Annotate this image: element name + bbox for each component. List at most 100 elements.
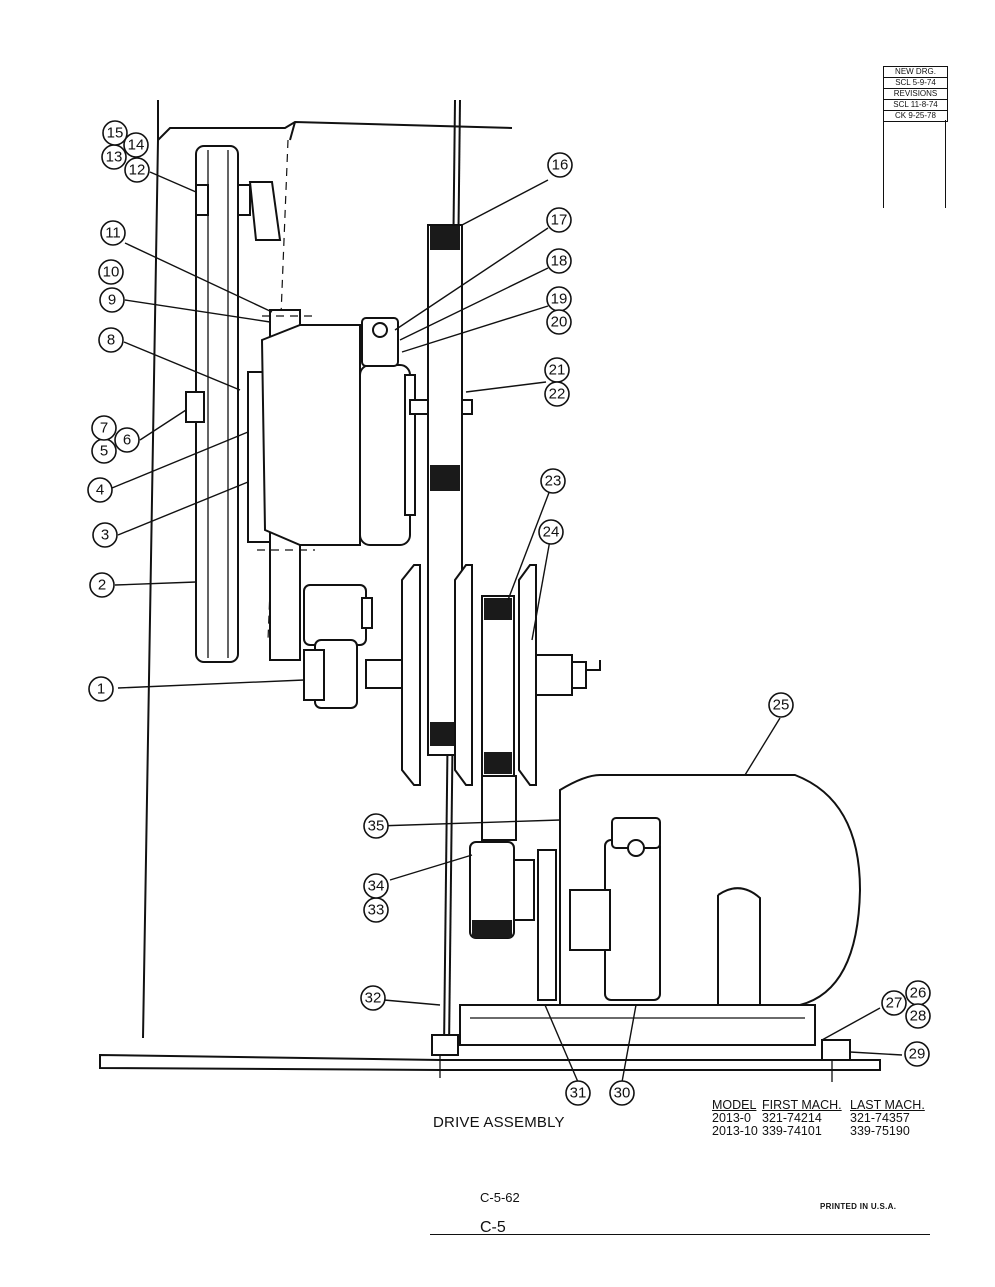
svg-text:30: 30 [614,1085,631,1102]
svg-text:18: 18 [551,253,568,270]
callout-1: 1 [88,676,114,702]
svg-text:3: 3 [101,527,109,544]
callout-29: 29 [904,1041,930,1067]
svg-text:8: 8 [107,332,115,349]
svg-text:19: 19 [551,291,568,308]
lower-belt [469,775,557,1001]
svg-text:24: 24 [543,524,560,541]
callout-10: 10 [98,259,124,285]
callout-24: 24 [538,519,564,545]
cell-last-mach: 339-75190 [850,1124,910,1138]
svg-text:10: 10 [103,264,120,281]
callout-6: 6 [114,427,140,453]
page-code: C-5 [480,1219,506,1236]
revision-row: CK 9-25-78 [895,111,936,120]
svg-text:23: 23 [545,473,562,490]
callout-15: 15 [102,120,128,146]
callout-27: 27 [881,990,907,1016]
svg-text:29: 29 [909,1046,926,1063]
cell-model: 2013-0 [712,1111,751,1125]
revision-row: REVISIONS [884,89,947,100]
callout-14: 14 [123,132,149,158]
revision-block: NEW DRG. SCL 5-9-74 REVISIONS SCL 11-8-7… [883,66,948,122]
callout-23: 23 [540,468,566,494]
revision-block-frame [883,120,946,208]
callout-7: 7 [91,415,117,441]
svg-text:16: 16 [552,157,569,174]
cell-last-mach: 321-74357 [850,1111,910,1125]
svg-text:21: 21 [549,362,566,379]
callout-35: 35 [363,813,389,839]
drawing-title: DRIVE ASSEMBLY [433,1114,565,1131]
svg-text:13: 13 [106,149,123,166]
callout-25: 25 [768,692,794,718]
svg-text:35: 35 [368,818,385,835]
header-first-mach: FIRST MACH. [762,1098,842,1112]
left-pulley [185,145,282,663]
revision-row: SCL 11-8-74 [884,100,947,111]
cell-first-mach: 339-74101 [762,1124,822,1138]
svg-text:28: 28 [910,1008,927,1025]
callout-34: 34 [363,873,389,899]
callout-18: 18 [546,248,572,274]
svg-text:14: 14 [128,137,145,154]
svg-text:6: 6 [123,432,131,449]
callout-13: 13 [101,144,127,170]
table-row: 2013-10 339-74101 339-75190 [712,1125,930,1138]
callout-4: 4 [87,477,113,503]
svg-text:5: 5 [100,443,108,460]
callout-20: 20 [546,309,572,335]
callout-5: 5 [91,438,117,464]
callout-22: 22 [544,381,570,407]
model-table: MODEL FIRST MACH. LAST MACH. 2013-0 321-… [712,1099,930,1138]
cell-model: 2013-10 [712,1124,758,1138]
bearing-block [303,584,407,709]
page-code-small: C-5-62 [480,1190,520,1205]
svg-text:33: 33 [368,902,385,919]
svg-text:4: 4 [96,482,104,499]
callout-11: 11 [100,220,126,246]
svg-text:27: 27 [886,995,903,1012]
table-row: 2013-0 321-74214 321-74357 [712,1112,930,1125]
footer-rule [430,1234,930,1235]
svg-text:20: 20 [551,314,568,331]
callout-26: 26 [905,980,931,1006]
svg-text:31: 31 [570,1085,587,1102]
callout-31: 31 [565,1080,591,1106]
svg-text:11: 11 [105,225,121,242]
cell-first-mach: 321-74214 [762,1111,822,1125]
callout-12: 12 [124,157,150,183]
svg-text:7: 7 [100,420,108,437]
gearbox-housing [247,309,473,661]
svg-text:32: 32 [365,990,382,1007]
svg-text:12: 12 [129,162,146,179]
callout-33: 33 [363,897,389,923]
header-model: MODEL [712,1098,757,1112]
model-table-header: MODEL FIRST MACH. LAST MACH. [712,1099,930,1112]
revision-row: SCL 5-9-74 [884,78,947,89]
callout-8: 8 [98,327,124,353]
callout-9: 9 [99,287,125,313]
revision-row: NEW DRG. [884,67,947,78]
svg-text:2: 2 [98,577,106,594]
callout-32: 32 [360,985,386,1011]
printed-note: PRINTED IN U.S.A. [820,1202,897,1211]
callout-28: 28 [905,1003,931,1029]
header-last-mach: LAST MACH. [850,1098,925,1112]
svg-text:17: 17 [551,212,568,229]
callout-21: 21 [544,357,570,383]
svg-text:1: 1 [97,681,105,698]
callout-16: 16 [547,152,573,178]
svg-text:15: 15 [107,125,124,142]
svg-text:26: 26 [910,985,927,1002]
double-pulley [401,564,601,786]
svg-text:22: 22 [549,386,566,403]
callout-2: 2 [89,572,115,598]
motor-base [431,1004,851,1082]
callout-17: 17 [546,207,572,233]
callout-3: 3 [92,522,118,548]
svg-text:25: 25 [773,697,790,714]
svg-text:34: 34 [368,878,385,895]
leader-lines [111,171,903,1083]
